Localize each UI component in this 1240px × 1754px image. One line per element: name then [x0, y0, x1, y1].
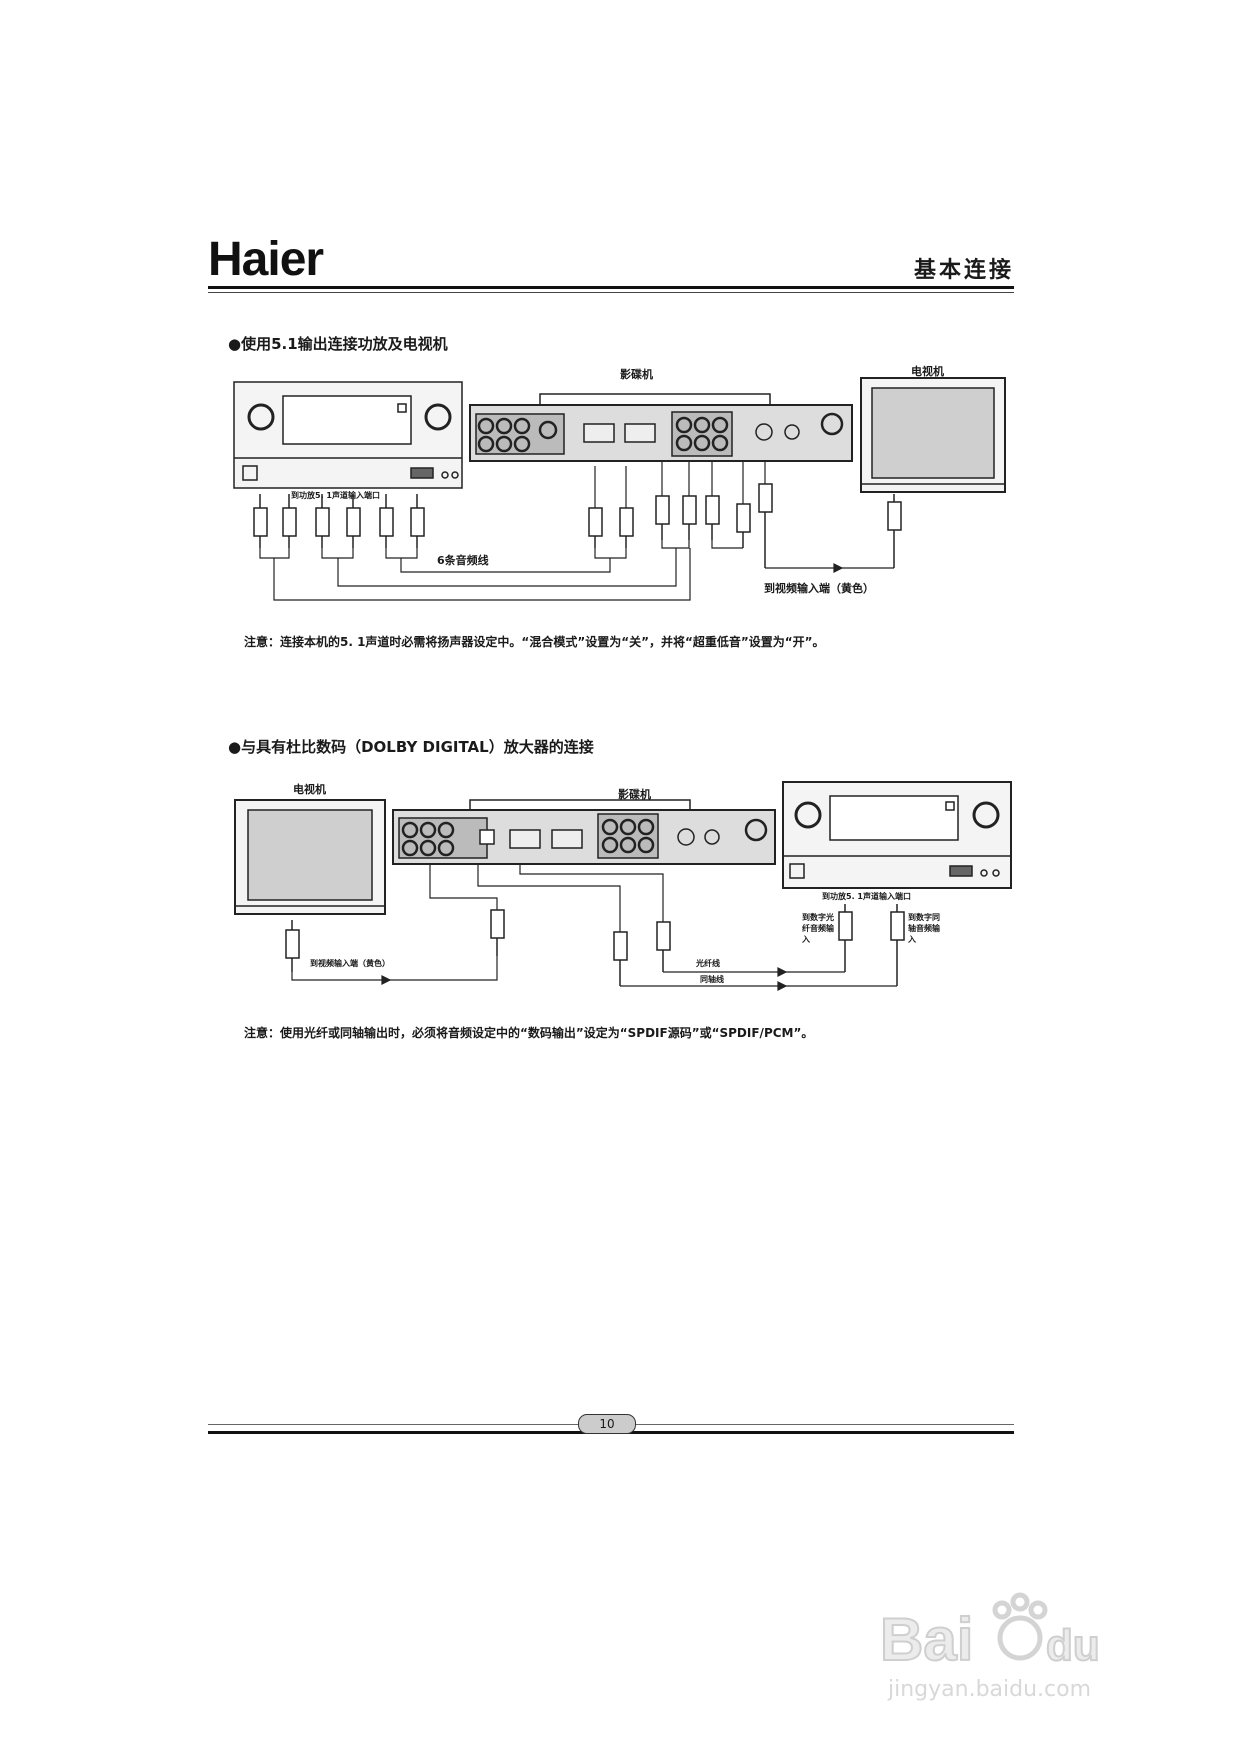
svg-text:Bai: Bai	[880, 1606, 973, 1673]
section2-title: ●与具有杜比数码（DOLBY DIGITAL）放大器的连接	[228, 738, 594, 756]
section2-note: 注意：使用光纤或同轴输出时，必须将音频设定中的“数码输出”设定为“SPDIF源码…	[244, 1026, 814, 1040]
watermark-url: jingyan.baidu.com	[888, 1677, 1092, 1702]
svg-text:du: du	[1046, 1621, 1100, 1670]
tv-label-2: 电视机	[293, 783, 326, 796]
video-cable-label-2: 到视频输入端（黄色）	[310, 959, 390, 968]
player-label-1: 影碟机	[620, 368, 653, 381]
player-back-panel-1	[469, 393, 853, 462]
player-label-2: 影碟机	[618, 788, 651, 801]
tv-label-1: 电视机	[911, 365, 944, 378]
cables-2	[291, 864, 897, 991]
section1-title: ●使用5.1输出连接功放及电视机	[228, 335, 448, 353]
optical-cable-label: 光纤线	[696, 959, 720, 968]
amplifier-diagram-2	[782, 781, 1012, 889]
amp-port-label-2: 到功放5. 1声道输入端口	[822, 892, 911, 901]
brand-logo: Haier	[208, 233, 324, 286]
section1-note: 注意：连接本机的5. 1声道时必需将扬声器设定中。“混合模式”设置为“关”，并将…	[244, 635, 825, 649]
section-title: 基本连接	[913, 258, 1014, 283]
coaxial-cable-label: 同轴线	[700, 975, 724, 984]
baidu-watermark-logo: Bai du	[880, 1592, 1101, 1674]
audio-cable-label: 6条音频线	[437, 554, 489, 567]
optical-input-label: 到数字光纤音频输入	[802, 913, 834, 944]
header-rule	[208, 286, 1014, 289]
coaxial-input-label: 到数字同轴音频输入	[908, 913, 940, 944]
cables-1	[259, 460, 894, 601]
page-number: 10	[578, 1414, 636, 1434]
amp-port-label-1: 到功放5. 1声道输入端口	[291, 491, 380, 500]
amplifier-diagram-1	[233, 381, 463, 489]
video-cable-label-1: 到视频输入端（黄色）	[764, 582, 874, 595]
tv-diagram-1	[860, 377, 1006, 493]
tv-diagram-2	[234, 799, 386, 915]
player-back-panel-2	[392, 799, 776, 865]
header-rule-thin	[208, 292, 1014, 293]
